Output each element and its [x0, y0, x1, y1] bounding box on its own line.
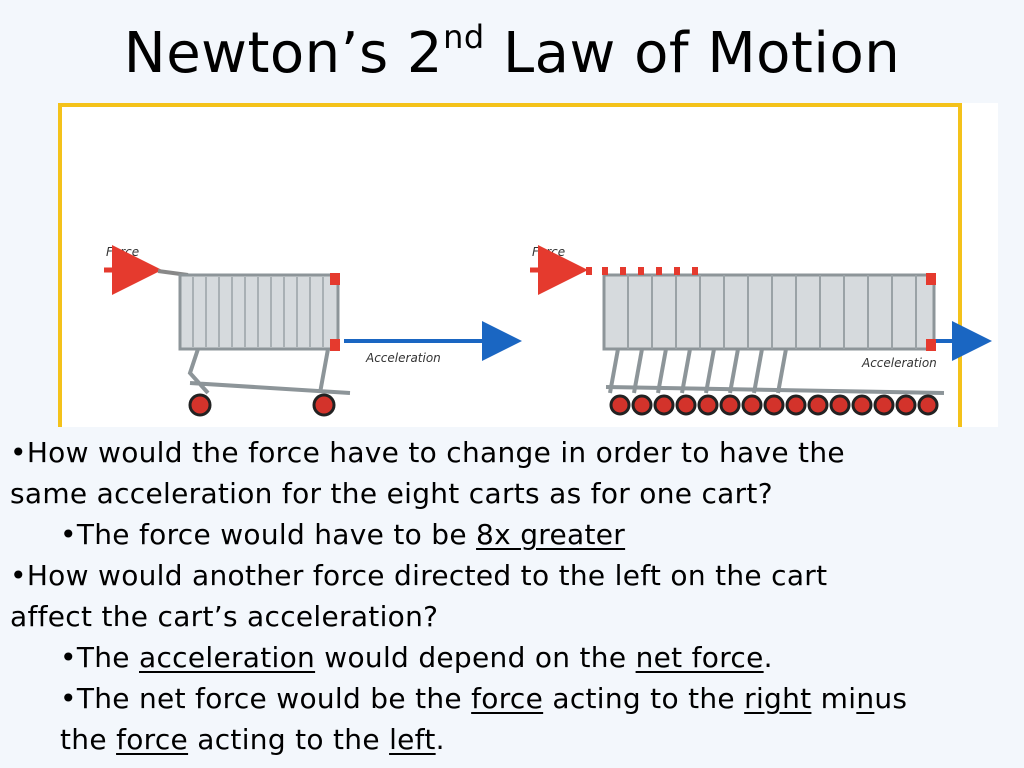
cart-figure: Force Acceleration Force [58, 103, 998, 427]
right-accel-label: Acceleration [861, 356, 937, 370]
sub-bullet-1-text: •The force would have to be [60, 518, 477, 551]
sub-bullet-3-pre: •The net force would be the [60, 682, 472, 715]
answer-force-right: force [471, 682, 544, 715]
single-cart [157, 269, 351, 417]
answer-force-left: force [116, 723, 189, 756]
sub-bullet-3-cont: the force acting to the left. [10, 719, 1020, 760]
sub-bullet-2-mid: would depend on the [315, 641, 636, 674]
title-main: Newton’s 2 [123, 21, 444, 86]
bullet-1-line-1: •How would the force have to change in o… [10, 436, 845, 469]
answer-net-force: net force [635, 641, 764, 674]
sub-bullet-3b-pre: the [60, 723, 117, 756]
figure-frame [58, 103, 962, 427]
bullet-2-line-1: •How would another force directed to the… [10, 559, 828, 592]
eight-carts [586, 267, 945, 416]
answer-right: right [744, 682, 812, 715]
answer-acceleration: acceleration [139, 641, 316, 674]
sub-bullet-3b-end: . [435, 723, 445, 756]
sub-bullet-1: •The force would have to be 8x greater [10, 514, 1020, 555]
answer-8x-greater: 8x greater [476, 518, 626, 551]
answer-n: n [856, 682, 875, 715]
sub-bullet-2: •The acceleration would depend on the ne… [10, 637, 1020, 678]
bullet-2-line-2: affect the cart’s acceleration? [10, 600, 439, 633]
title-rest: Law of Motion [484, 21, 901, 86]
sub-bullet-3-mi: mi [811, 682, 857, 715]
sub-bullet-3-mid: acting to the [543, 682, 745, 715]
sub-bullet-3-us: us [874, 682, 908, 715]
left-force-label: Force [106, 245, 139, 259]
sub-bullet-2-end: . [763, 641, 773, 674]
sub-bullet-2-pre: •The [60, 641, 139, 674]
slide-body: •How would the force have to change in o… [10, 432, 1020, 760]
right-force-label: Force [532, 245, 565, 259]
left-accel-label: Acceleration [365, 351, 441, 365]
cart-illustration: Force Acceleration Force [104, 245, 992, 417]
sub-bullet-3: •The net force would be the force acting… [10, 678, 1020, 719]
title-superscript: nd [443, 18, 485, 56]
answer-left: left [389, 723, 436, 756]
slide-title: Newton’s 2nd Law of Motion [0, 14, 1024, 94]
sub-bullet-3b-mid: acting to the [188, 723, 390, 756]
bullet-1-line-2: same acceleration for the eight carts as… [10, 477, 773, 510]
